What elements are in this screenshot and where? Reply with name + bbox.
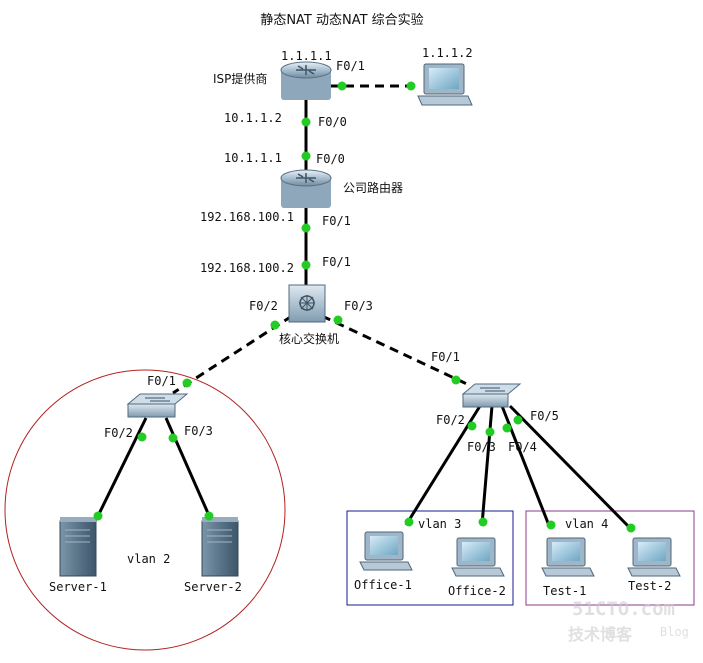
switch-right[interactable] bbox=[461, 383, 522, 408]
company-router[interactable] bbox=[280, 169, 332, 208]
server2-name: Server-2 bbox=[184, 580, 242, 594]
port-dot bbox=[485, 427, 495, 437]
port-dot bbox=[451, 375, 461, 385]
port-dot bbox=[301, 117, 311, 127]
pc-office-1[interactable] bbox=[359, 531, 413, 571]
port-dot bbox=[301, 223, 311, 233]
port-dot bbox=[546, 520, 556, 530]
switch-left[interactable] bbox=[126, 393, 189, 418]
server1-name: Server-1 bbox=[49, 580, 107, 594]
port-dot bbox=[406, 81, 416, 91]
isp-pc[interactable] bbox=[417, 63, 473, 106]
port-dot bbox=[137, 432, 147, 442]
office2-name: Office-2 bbox=[448, 584, 506, 598]
swright-f03-label: F0/3 bbox=[467, 440, 496, 454]
port-dot bbox=[182, 378, 192, 388]
swleft-f02-label: F0/2 bbox=[104, 426, 133, 440]
link-swright-test2 bbox=[508, 404, 634, 532]
vlan4-label: vlan 4 bbox=[565, 517, 608, 531]
core-f01-label: F0/1 bbox=[322, 255, 351, 269]
core-f03-label: F0/3 bbox=[344, 299, 373, 313]
swright-f05-label: F0/5 bbox=[530, 409, 559, 423]
isp-router[interactable] bbox=[280, 61, 332, 100]
port-dot bbox=[301, 260, 311, 270]
core-switch[interactable] bbox=[288, 284, 326, 323]
isp-pc-ip-label: 1.1.1.2 bbox=[422, 46, 473, 60]
port-dot bbox=[168, 433, 178, 443]
link-core-swleft bbox=[172, 314, 293, 395]
vlan4-zone bbox=[525, 510, 695, 606]
swleft-f03-label: F0/3 bbox=[184, 424, 213, 438]
swright-f02-label: F0/2 bbox=[436, 413, 465, 427]
port-dot bbox=[467, 421, 477, 431]
port-dot bbox=[513, 415, 523, 425]
vlan3-label: vlan 3 bbox=[418, 517, 461, 531]
port-dot bbox=[404, 517, 414, 527]
port-dots bbox=[93, 81, 636, 533]
core-f02-label: F0/2 bbox=[249, 299, 278, 313]
vlan2-zone bbox=[4, 369, 286, 651]
port-dot bbox=[478, 517, 488, 527]
office1-name: Office-1 bbox=[354, 578, 412, 592]
test2-name: Test-2 bbox=[628, 579, 671, 593]
isp-router-name: ISP提供商 bbox=[213, 71, 267, 86]
port-dot bbox=[301, 151, 311, 161]
vlan2-label: vlan 2 bbox=[127, 552, 170, 566]
pc-office-2[interactable] bbox=[451, 537, 505, 577]
port-dot bbox=[626, 523, 636, 533]
pc-test-1[interactable] bbox=[541, 537, 595, 577]
link-core-swright bbox=[321, 314, 470, 387]
labels: 1.1.1.1 1.1.1.2 F0/1 ISP提供商 10.1.1.2 F0/… bbox=[49, 46, 671, 598]
company-router-name: 公司路由器 bbox=[343, 180, 403, 195]
port-dot bbox=[204, 511, 214, 521]
watermark-line2: 技术博客 bbox=[568, 625, 633, 644]
company-ip-down-label: 192.168.100.1 bbox=[200, 210, 294, 224]
company-f01-label: F0/1 bbox=[322, 214, 351, 228]
isp-ip-label: 1.1.1.1 bbox=[281, 49, 332, 63]
link-swleft-server1 bbox=[94, 417, 148, 521]
isp-ip-down-label: 10.1.1.2 bbox=[224, 111, 282, 125]
port-dot bbox=[93, 511, 103, 521]
test1-name: Test-1 bbox=[543, 584, 586, 598]
core-ip-label: 192.168.100.2 bbox=[200, 261, 294, 275]
core-switch-name: 核心交换机 bbox=[279, 331, 339, 346]
server-2[interactable] bbox=[201, 517, 239, 577]
isp-f00-label: F0/0 bbox=[318, 115, 347, 129]
pc-test-2[interactable] bbox=[627, 537, 681, 577]
swright-f01-label: F0/1 bbox=[431, 350, 460, 364]
server-1[interactable] bbox=[59, 517, 97, 577]
company-f00-label: F0/0 bbox=[316, 152, 345, 166]
port-dot bbox=[270, 320, 280, 330]
watermark-line1: 51CTO.com bbox=[572, 598, 675, 620]
vlan3-zone bbox=[346, 510, 514, 606]
isp-f01-label: F0/1 bbox=[336, 59, 365, 73]
swright-f04-label: F0/4 bbox=[508, 440, 537, 454]
port-dot bbox=[337, 81, 347, 91]
port-dot bbox=[502, 423, 512, 433]
watermark-line3: Blog bbox=[660, 625, 689, 639]
port-dot bbox=[333, 315, 343, 325]
link-swright-office2 bbox=[480, 405, 494, 526]
company-ip-up-label: 10.1.1.1 bbox=[224, 151, 282, 165]
watermark: 51CTO.com 技术博客 Blog bbox=[568, 598, 689, 644]
diagram-title: 静态NAT 动态NAT 综合实验 bbox=[260, 12, 423, 28]
swleft-f01-label: F0/1 bbox=[147, 374, 176, 388]
